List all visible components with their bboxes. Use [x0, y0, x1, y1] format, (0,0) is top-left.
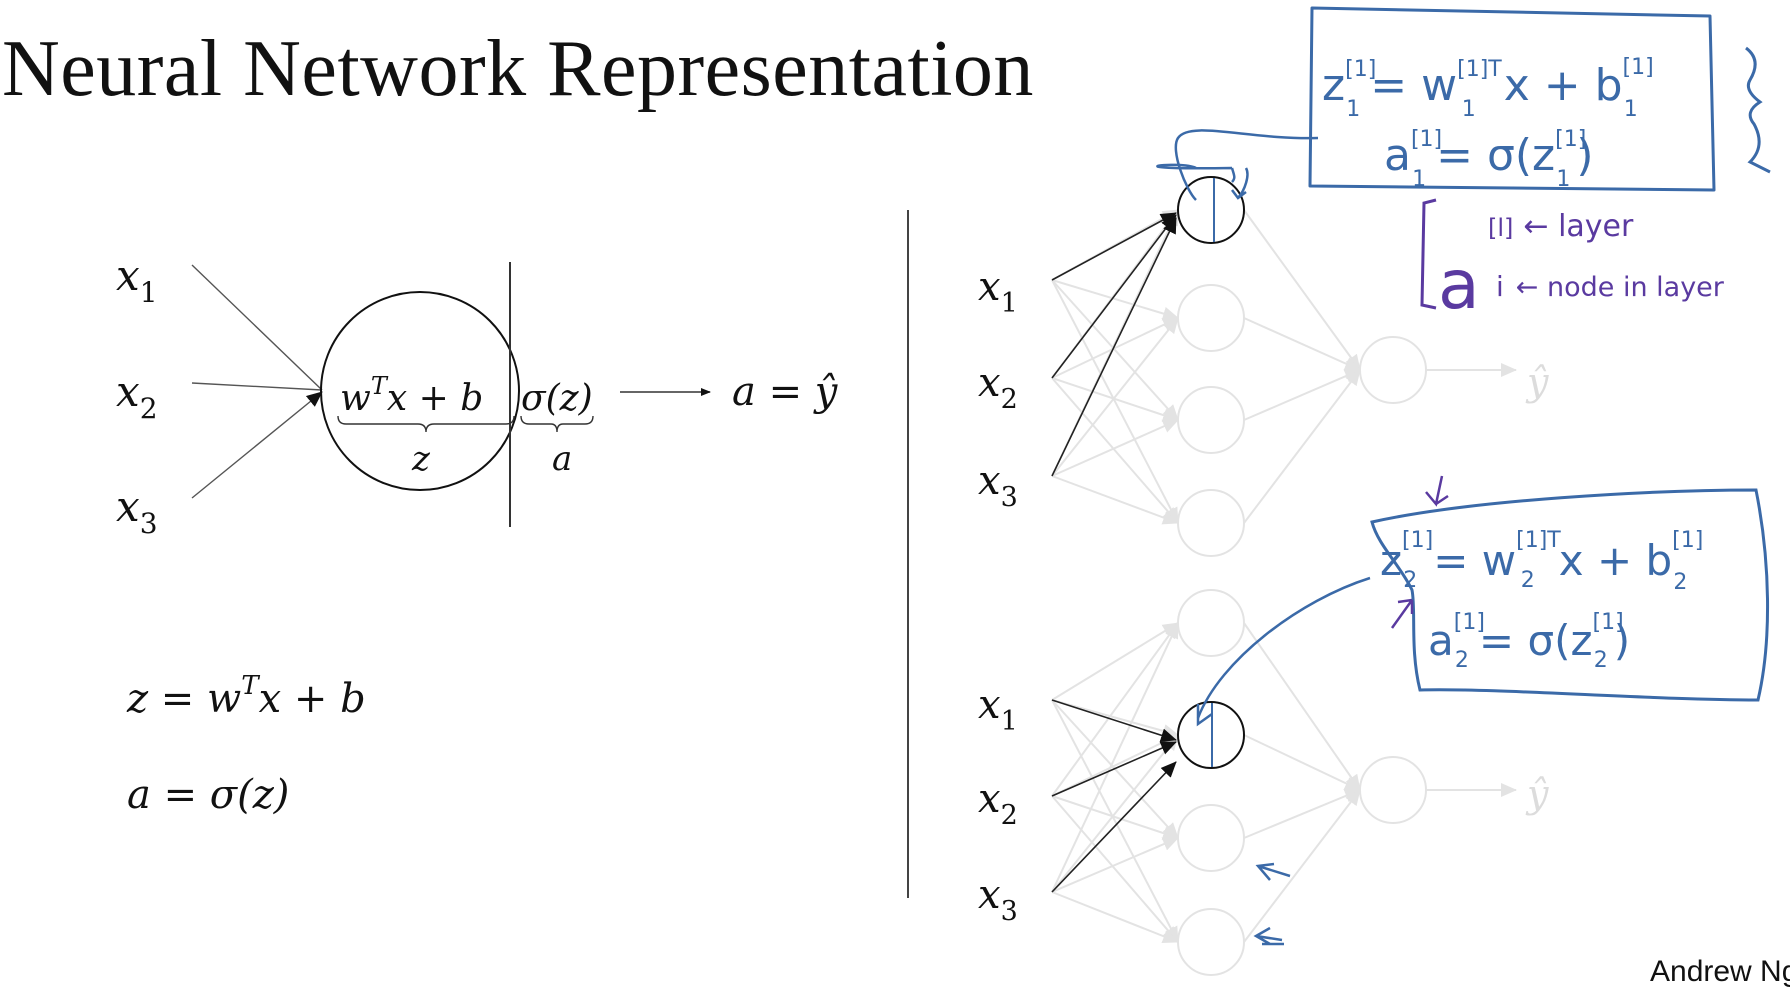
single-neuron-diagram: x1 x2 x3 wTx + b σ(z) z a a = ŷ z = wTx …: [116, 251, 839, 818]
top-edge-x3: [1051, 217, 1177, 477]
top-hidden-node-2: [1177, 284, 1245, 352]
bottom-edge-in2-h2: [1051, 734, 1179, 797]
top-edge-in2-h4: [1051, 377, 1179, 524]
notation-bracket: [1420, 198, 1437, 310]
top-edge-h1-out: [1243, 209, 1361, 371]
notation-node-index: i← node in layer: [1496, 270, 1725, 303]
bottom-input-x1: x1: [978, 682, 1018, 737]
bottom-edge-h3-out: [1243, 789, 1361, 839]
annotation-box2-outline: [1370, 488, 1770, 702]
annotation-notation: a [l]← layer i← node in layer: [1420, 198, 1725, 325]
top-edge-in3-h2: [1051, 317, 1179, 477]
top-edge-in1-h4: [1051, 279, 1179, 524]
top-edge-in2-h3: [1051, 377, 1179, 422]
notation-layer-index: [l]← layer: [1488, 209, 1634, 244]
equation-z: z = wTx + b: [126, 671, 366, 722]
neuron-circle: [320, 291, 520, 491]
edge-x2-neuron: [191, 382, 323, 391]
network-top-highlight: x1 x2 x3: [978, 176, 1245, 513]
annotation-box1-brace: [1745, 46, 1771, 174]
slide-title: Neural Network Representation: [2, 25, 1034, 113]
bottom-edge-in1-h2: [1051, 699, 1179, 738]
bottom-edge-in3-h1: [1051, 622, 1179, 893]
top-input-x1: x1: [978, 264, 1018, 319]
bottom-edge-in2-h1: [1051, 622, 1179, 797]
bottom-edge-h4-out: [1243, 789, 1361, 943]
neuron-activation-text: σ(z): [521, 378, 593, 419]
annotation-up-arrow: [1390, 598, 1414, 629]
brace-activation: [520, 415, 594, 433]
bottom-edge-in3-h3: [1051, 837, 1179, 893]
annotation-node-pointer-b: [1253, 926, 1284, 946]
network-top-faint: [1051, 176, 1517, 557]
edge-x3-neuron: [191, 391, 323, 499]
bottom-edge-in1-h4: [1051, 699, 1179, 943]
network-bottom-highlight: x1 x2 x3: [978, 682, 1245, 927]
brace-linear: [337, 415, 515, 433]
top-edge-in1-h2: [1051, 279, 1179, 321]
equation-a: a = σ(z): [127, 772, 289, 818]
top-output-yhat: ŷ: [1525, 360, 1549, 404]
bottom-input-x2: x2: [978, 776, 1018, 831]
top-hidden-node-3: [1177, 386, 1245, 454]
top-edge-in3-h4: [1051, 475, 1179, 525]
bottom-edge-in3-h2: [1051, 734, 1179, 893]
annotation-a2-equation: a[1]2= σ(z[1]2): [1428, 610, 1630, 673]
bottom-output-node: [1359, 756, 1427, 824]
input-x3: x3: [116, 482, 158, 540]
top-input-x2: x2: [978, 360, 1018, 415]
bottom-edge-in3-h4: [1051, 891, 1179, 943]
bottom-edge-x1: [1051, 699, 1177, 743]
slide-credit: Andrew Ng: [1650, 955, 1790, 988]
bottom-output-yhat: ŷ: [1525, 772, 1549, 816]
bottom-input-x3: x3: [978, 872, 1018, 927]
annotation-down-arrow: [1425, 475, 1449, 507]
neuron-linear-text: wTx + b: [340, 372, 483, 419]
top-output-node: [1359, 336, 1427, 404]
brace-z-label: z: [411, 439, 431, 479]
bottom-edge-x3: [1051, 761, 1177, 893]
notation-a-letter: a: [1438, 246, 1480, 325]
annotation-box1-outline: [1308, 6, 1716, 192]
bottom-edge-in1-h1: [1051, 622, 1179, 701]
edge-x1-neuron: [191, 264, 323, 391]
annotation-node2-arrowhead: [1196, 704, 1213, 727]
output-label: a = ŷ: [732, 369, 839, 415]
annotation-box1-pointer-right: [1156, 163, 1236, 183]
bottom-edge-in2-h4: [1051, 795, 1179, 943]
top-edge-in2-h2: [1051, 317, 1179, 379]
top-edge-in3-h3: [1051, 419, 1179, 477]
annotation-box1-pointer-left: [1174, 129, 1319, 201]
top-edge-h3-out: [1243, 369, 1361, 421]
bottom-hidden-node-3: [1177, 804, 1245, 872]
top-edge-h4-out: [1243, 369, 1361, 524]
top-input-x3: x3: [978, 458, 1018, 513]
top-edge-h2-out: [1243, 317, 1361, 371]
bottom-hidden-node-1: [1177, 589, 1245, 657]
bottom-edge-in2-h3: [1051, 795, 1179, 840]
annotation-a1-equation: a[1]1= σ(z[1]1): [1384, 127, 1594, 192]
bottom-edge-h1-out: [1243, 622, 1361, 791]
input-x2: x2: [116, 367, 158, 425]
top-hidden-node-4: [1177, 489, 1245, 557]
top-edge-x1: [1051, 212, 1177, 281]
annotation-node1-arrowhead: [1231, 167, 1249, 200]
annotation-node-pointer-a: [1255, 862, 1291, 881]
top-neuron-node: [1177, 176, 1245, 244]
bottom-edge-x2: [1051, 741, 1177, 797]
brace-a-label: a: [552, 439, 572, 479]
top-edge-in1-h3: [1051, 279, 1179, 421]
bottom-hidden-node-4: [1177, 908, 1245, 976]
top-edge-x2: [1051, 214, 1177, 379]
annotation-box2-pointer: [1196, 576, 1371, 719]
bottom-edge-h2-out: [1243, 734, 1361, 791]
input-x1: x1: [116, 251, 158, 309]
